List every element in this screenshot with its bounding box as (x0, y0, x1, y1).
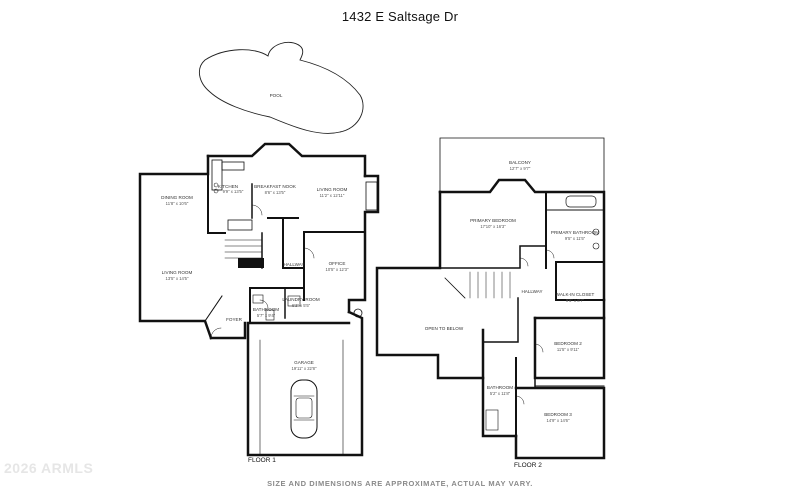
garage-label: GARAGE (294, 360, 314, 365)
hallway-label: HALLWAY (283, 262, 304, 267)
open-to-below-label: OPEN TO BELOW (425, 326, 464, 331)
disclaimer-text: SIZE AND DIMENSIONS ARE APPROXIMATE, ACT… (267, 479, 533, 488)
laundry-label: LAUNDRY ROOM (282, 297, 320, 302)
breakfast-label: BREAKFAST NOOK (254, 184, 297, 189)
floor-2 (375, 137, 606, 460)
bedroom-2-dim: 11'5" x 9'11" (557, 347, 580, 352)
floor-1-labels: KITCHEN 9'9" x 13'5" BREAKFAST NOOK 8'6"… (161, 184, 349, 464)
office-label: OFFICE (329, 261, 346, 266)
living-room-rear-dim: 11'2" x 12'11" (320, 193, 345, 198)
car-icon (290, 379, 318, 439)
walkin-closet-dim: 9'6" x 8'7" (566, 298, 585, 303)
bathroom-1-label: BATHROOM (253, 307, 279, 312)
primary-bedroom-dim: 17'10" x 16'3" (480, 224, 506, 229)
living-room-rear-label: LIVING ROOM (317, 187, 348, 192)
walkin-closet-label: WALK-IN CLOSET (556, 292, 595, 297)
pool: POOL (199, 42, 364, 134)
bedroom-3-dim: 14'9" x 14'6" (547, 418, 570, 423)
bathroom-2-label: BATHROOM (487, 385, 513, 390)
office-dim: 10'5" x 12'3" (326, 267, 349, 272)
living-room-front-label: LIVING ROOM (162, 270, 193, 275)
floor-1 (138, 142, 380, 457)
hallway-2-label: HALLWAY (521, 289, 542, 294)
bedroom-2-label: BEDROOM 2 (554, 341, 582, 346)
foyer-label: FOYER (226, 317, 243, 322)
floor-2-label: FLOOR 2 (514, 462, 542, 469)
primary-bathroom-dim: 9'5" x 11'5" (565, 236, 586, 241)
copyright-watermark: 2026 ARMLS (4, 460, 94, 476)
floor-2-labels: BALCONY 12'7" x 9'7" PRIMARY BEDROOM 17'… (425, 160, 599, 469)
bathroom-2-dim: 5'2" x 11'8" (490, 391, 511, 396)
pool-label: POOL (270, 93, 283, 98)
living-room-front-dim: 13'5" x 14'5" (166, 276, 189, 281)
floor-1-label: FLOOR 1 (248, 457, 276, 464)
kitchen-label: KITCHEN (218, 184, 238, 189)
balcony-dim: 12'7" x 9'7" (510, 166, 531, 171)
page-title: 1432 E Saltsage Dr (341, 9, 459, 24)
breakfast-dim: 8'6" x 13'5" (265, 190, 286, 195)
bathroom-1-dim: 5'7" x 9'4" (257, 313, 276, 318)
primary-bathroom-label: PRIMARY BATHROOM (551, 230, 599, 235)
balcony-label: BALCONY (509, 160, 531, 165)
primary-bedroom-label: PRIMARY BEDROOM (470, 218, 516, 223)
kitchen-dim: 9'9" x 13'5" (223, 189, 244, 194)
bedroom-3-label: BEDROOM 3 (544, 412, 572, 417)
laundry-dim: 6'3" x 5'5" (292, 303, 311, 308)
dining-label: DINING ROOM (161, 195, 193, 200)
garage-dim: 19'11" x 22'8" (292, 366, 317, 371)
dining-dim: 11'8" x 10'6" (166, 201, 189, 206)
